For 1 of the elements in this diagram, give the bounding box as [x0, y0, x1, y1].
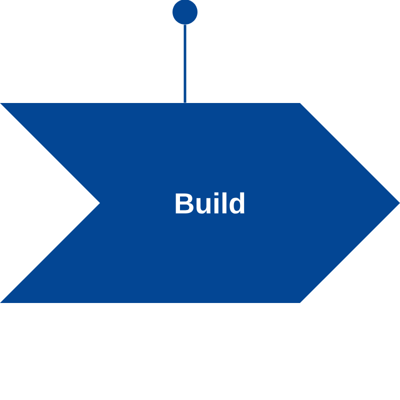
connector-line	[184, 24, 186, 103]
